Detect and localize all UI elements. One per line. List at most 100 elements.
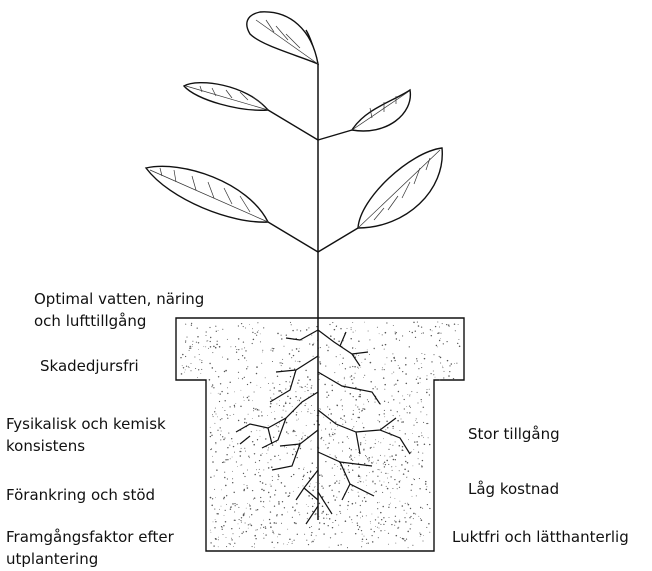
soil-dot <box>259 460 260 461</box>
soil-dot <box>247 503 248 504</box>
soil-dot <box>260 454 262 456</box>
soil-dot <box>348 469 349 470</box>
soil-dot <box>212 384 213 385</box>
soil-dot <box>325 444 326 445</box>
soil-dot <box>417 444 419 446</box>
soil-dot <box>397 527 398 528</box>
soil-dot <box>250 524 251 525</box>
soil-dot <box>366 539 367 540</box>
soil-dot <box>215 347 217 349</box>
soil-dot <box>279 534 280 535</box>
soil-dot <box>212 352 213 353</box>
soil-dot <box>225 459 227 461</box>
soil-dot <box>281 514 283 516</box>
soil-dot <box>196 342 197 343</box>
soil-dot <box>386 460 388 462</box>
soil-dot <box>455 330 456 331</box>
soil-dot <box>258 415 260 417</box>
soil-dot <box>392 445 393 446</box>
soil-dot <box>257 439 258 440</box>
soil-dot <box>293 448 294 449</box>
soil-dot <box>210 337 211 338</box>
soil-dot <box>353 396 354 397</box>
soil-dot <box>390 493 391 494</box>
soil-dot <box>217 430 218 431</box>
soil-dot <box>295 396 296 397</box>
soil-dot <box>421 519 423 521</box>
soil-dot <box>295 523 296 524</box>
soil-dot <box>393 372 394 373</box>
soil-dot <box>224 371 225 372</box>
soil-dot <box>257 509 258 510</box>
soil-dot <box>357 525 358 526</box>
soil-dot <box>365 443 366 444</box>
soil-dot <box>282 501 283 502</box>
soil-dot <box>262 482 264 484</box>
soil-dot <box>191 363 192 364</box>
soil-dot <box>281 335 282 336</box>
soil-dot <box>442 367 443 368</box>
soil-dot <box>388 402 389 403</box>
soil-dot <box>388 544 389 545</box>
soil-dot <box>323 487 324 488</box>
soil-dot <box>244 347 245 348</box>
soil-dot <box>254 547 255 548</box>
soil-dot <box>395 466 396 467</box>
soil-dot <box>330 537 331 538</box>
soil-dot <box>343 357 344 358</box>
soil-dot <box>364 359 365 360</box>
soil-dot <box>246 508 247 509</box>
soil-dot <box>372 541 374 543</box>
soil-dot <box>446 324 447 325</box>
soil-dot <box>286 422 288 424</box>
soil-dot <box>412 545 413 546</box>
soil-dot <box>328 514 329 515</box>
soil-dot <box>401 464 403 466</box>
soil-dot <box>307 472 308 473</box>
soil-dot <box>299 440 300 441</box>
soil-dot <box>411 490 412 491</box>
soil-dot <box>350 393 352 395</box>
soil-dot <box>212 456 213 457</box>
soil-dot <box>229 445 230 446</box>
soil-dot <box>236 504 237 505</box>
soil-dot <box>227 478 228 479</box>
soil-dot <box>373 462 374 463</box>
soil-dot <box>234 503 235 504</box>
soil-dot <box>238 507 239 508</box>
soil-dot <box>348 492 349 493</box>
soil-dot <box>381 519 382 520</box>
soil-dot <box>366 493 367 494</box>
soil-dot <box>253 499 254 500</box>
soil-dot <box>347 505 348 506</box>
soil-dot <box>214 509 215 510</box>
soil-dot <box>214 411 215 412</box>
soil-dot <box>225 521 227 523</box>
soil-dot <box>420 507 421 508</box>
soil-dot <box>261 524 262 525</box>
soil-dot <box>311 449 312 450</box>
soil-dot <box>401 422 402 423</box>
soil-dot <box>350 455 351 456</box>
soil-dot <box>387 427 388 428</box>
soil-dot <box>414 479 415 480</box>
soil-dot <box>335 456 336 457</box>
soil-dot <box>327 448 328 449</box>
soil-dot <box>458 324 459 325</box>
soil-dot <box>238 372 239 373</box>
soil-dot <box>381 484 382 485</box>
soil-dot <box>281 338 282 339</box>
soil-dot <box>278 455 279 456</box>
soil-dot <box>192 344 193 345</box>
soil-dot <box>335 520 336 521</box>
soil-dot <box>262 350 263 351</box>
soil-dot <box>374 492 375 493</box>
soil-dot <box>428 437 429 438</box>
soil-dot <box>345 368 346 369</box>
soil-dot <box>309 343 310 344</box>
soil-dot <box>409 395 410 396</box>
soil-dot <box>197 377 198 378</box>
soil-dot <box>429 394 430 395</box>
soil-dot <box>402 395 403 396</box>
soil-dot <box>439 327 440 328</box>
